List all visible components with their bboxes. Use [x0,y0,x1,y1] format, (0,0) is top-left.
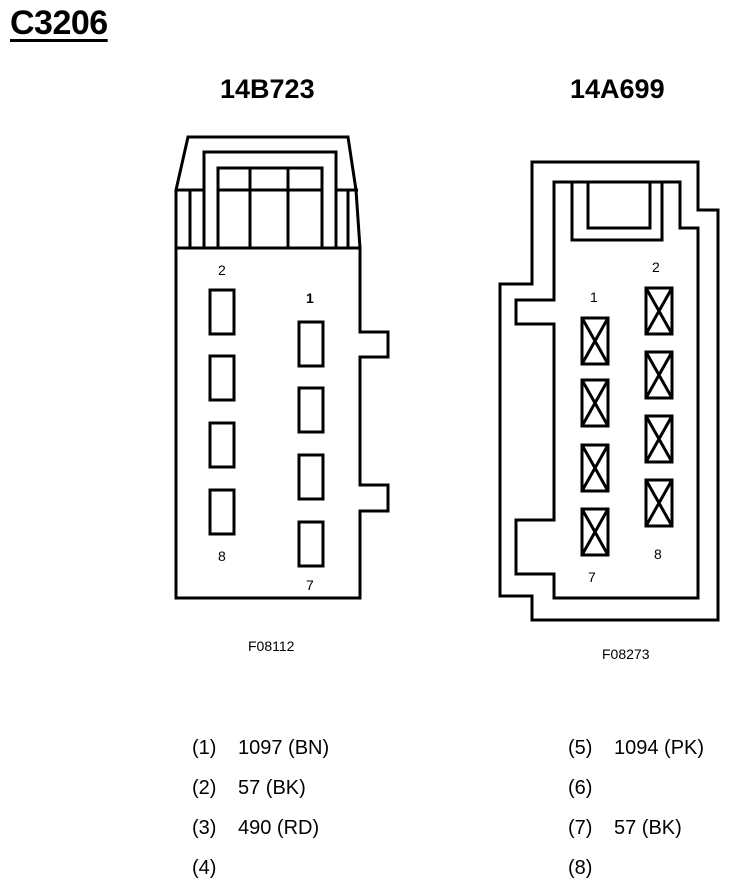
figure-ref-right: F08273 [602,646,650,662]
connector-14a699 [498,160,720,622]
cavity [297,453,325,501]
wire-entry: (2) 57 (BK) [192,777,306,800]
figure-ref-left: F08112 [248,638,295,654]
pin-label: 7 [588,569,596,585]
pin-label: 8 [654,546,662,562]
cavity [297,386,325,434]
wire-entry: (6) [568,777,614,800]
pin-label: 1 [590,289,598,305]
wire-entry: (5) 1094 (PK) [568,737,704,760]
wire-entry: (8) [568,857,614,880]
cavity [208,354,236,402]
wire-desc: 1094 (PK) [614,737,705,759]
wire-desc: 1097 (BN) [238,737,330,759]
connector-14b723 [174,135,390,600]
wire-desc: 490 (RD) [238,817,320,839]
cavity [297,520,325,568]
connector-latch-left [174,135,362,249]
wire-entry: (3) 490 (RD) [192,817,319,840]
wire-entry: (7) 57 (BK) [568,817,682,840]
wire-number: (3) [192,817,217,839]
wire-desc: 57 (BK) [614,817,682,839]
pin-label: 7 [306,577,314,593]
cavity-x [644,286,674,336]
connector-label-left: 14B723 [220,74,315,104]
cavity-x [644,350,674,400]
cavity [297,320,325,368]
wire-number: (2) [192,777,217,799]
wire-entry: (1) 1097 (BN) [192,737,329,760]
connector-label-right: 14A699 [570,74,665,104]
wire-number: (5) [568,737,593,759]
connector-body-left [174,246,390,600]
wire-number: (6) [568,777,593,799]
cavity-x [644,478,674,528]
wire-number: (1) [192,737,217,759]
pin-label: 1 [306,290,314,306]
cavity [208,488,236,536]
cavity-x [644,414,674,464]
cavity-x [580,378,610,428]
cavity-x [580,443,610,493]
cavity [208,421,236,469]
cavity-x [580,507,610,557]
pin-label: 8 [218,548,226,564]
page-title: C3206 [10,4,108,42]
connector-latch-right [570,182,664,242]
cavity [208,288,236,336]
cavity-x [580,316,610,366]
pin-label: 2 [652,259,660,275]
wire-desc: 57 (BK) [238,777,306,799]
wire-number: (4) [192,857,217,879]
wire-entry: (4) [192,857,238,880]
pin-label: 2 [218,262,226,278]
wire-number: (8) [568,857,593,879]
connector-body-right [498,160,720,622]
wire-number: (7) [568,817,593,839]
